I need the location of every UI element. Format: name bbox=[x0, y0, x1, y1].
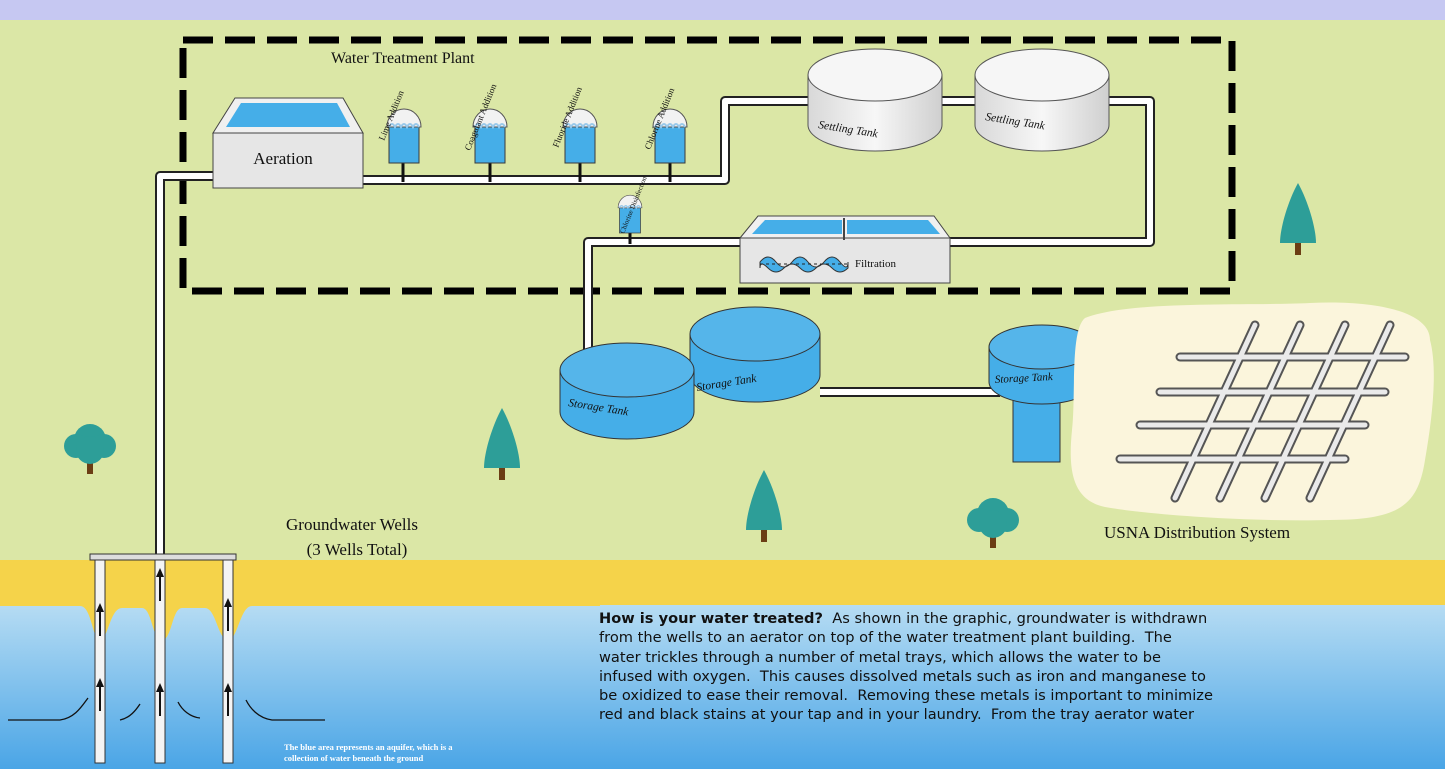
treatment-description: How is your water treated? As shown in t… bbox=[599, 609, 1439, 725]
plant-boundary bbox=[179, 36, 1236, 295]
aquifer-note-line1: The blue area represents an aquifer, whi… bbox=[284, 742, 453, 752]
plant-title: Water Treatment Plant bbox=[331, 50, 475, 67]
aquifer-area bbox=[0, 605, 1445, 769]
distribution-system: USNA Distribution System bbox=[1070, 302, 1434, 542]
description-line-1-text: As shown in the graphic, groundwater is … bbox=[822, 610, 1208, 627]
distribution-label: USNA Distribution System bbox=[1104, 523, 1290, 542]
groundwater-wells: Groundwater Wells (3 Wells Total) bbox=[8, 515, 418, 764]
description-line-1: How is your water treated? As shown in t… bbox=[599, 609, 1439, 628]
storage-tank-label-3: Storage Tank bbox=[995, 371, 1055, 386]
elevated-storage-tank: Storage Tank bbox=[988, 324, 1096, 463]
aeration-label: Aeration bbox=[253, 149, 313, 168]
storage-tank-1: Storage Tank bbox=[559, 342, 695, 440]
settling-tank-2: Settling Tank bbox=[974, 48, 1110, 152]
description-heading: How is your water treated? bbox=[599, 610, 823, 627]
aeration-basin: Aeration bbox=[212, 97, 364, 189]
filtration-basin: Filtration bbox=[738, 215, 951, 284]
chem-feed-lines bbox=[401, 162, 672, 244]
cone-of-depression bbox=[0, 599, 600, 640]
description-line-3: water trickles through a number of metal… bbox=[599, 648, 1161, 666]
aquifer-note-line2: collection of water beneath the ground bbox=[284, 753, 423, 763]
settling-tank-1: Settling Tank bbox=[807, 48, 943, 152]
filtration-label: Filtration bbox=[855, 258, 896, 270]
wells-label-line1: Groundwater Wells bbox=[286, 515, 418, 534]
sky-band bbox=[0, 0, 1445, 20]
description-line-2: from the wells to an aerator on top of t… bbox=[599, 629, 1172, 647]
storage-tank-2: Storage Tank bbox=[689, 306, 821, 403]
description-line-5: be oxidized to ease their removal. Remov… bbox=[599, 687, 1213, 705]
wells-label-line2: (3 Wells Total) bbox=[307, 540, 408, 559]
description-line-4: infused with oxygen. This causes dissolv… bbox=[599, 667, 1206, 685]
description-line-6: red and black stains at your tap and in … bbox=[599, 706, 1194, 724]
